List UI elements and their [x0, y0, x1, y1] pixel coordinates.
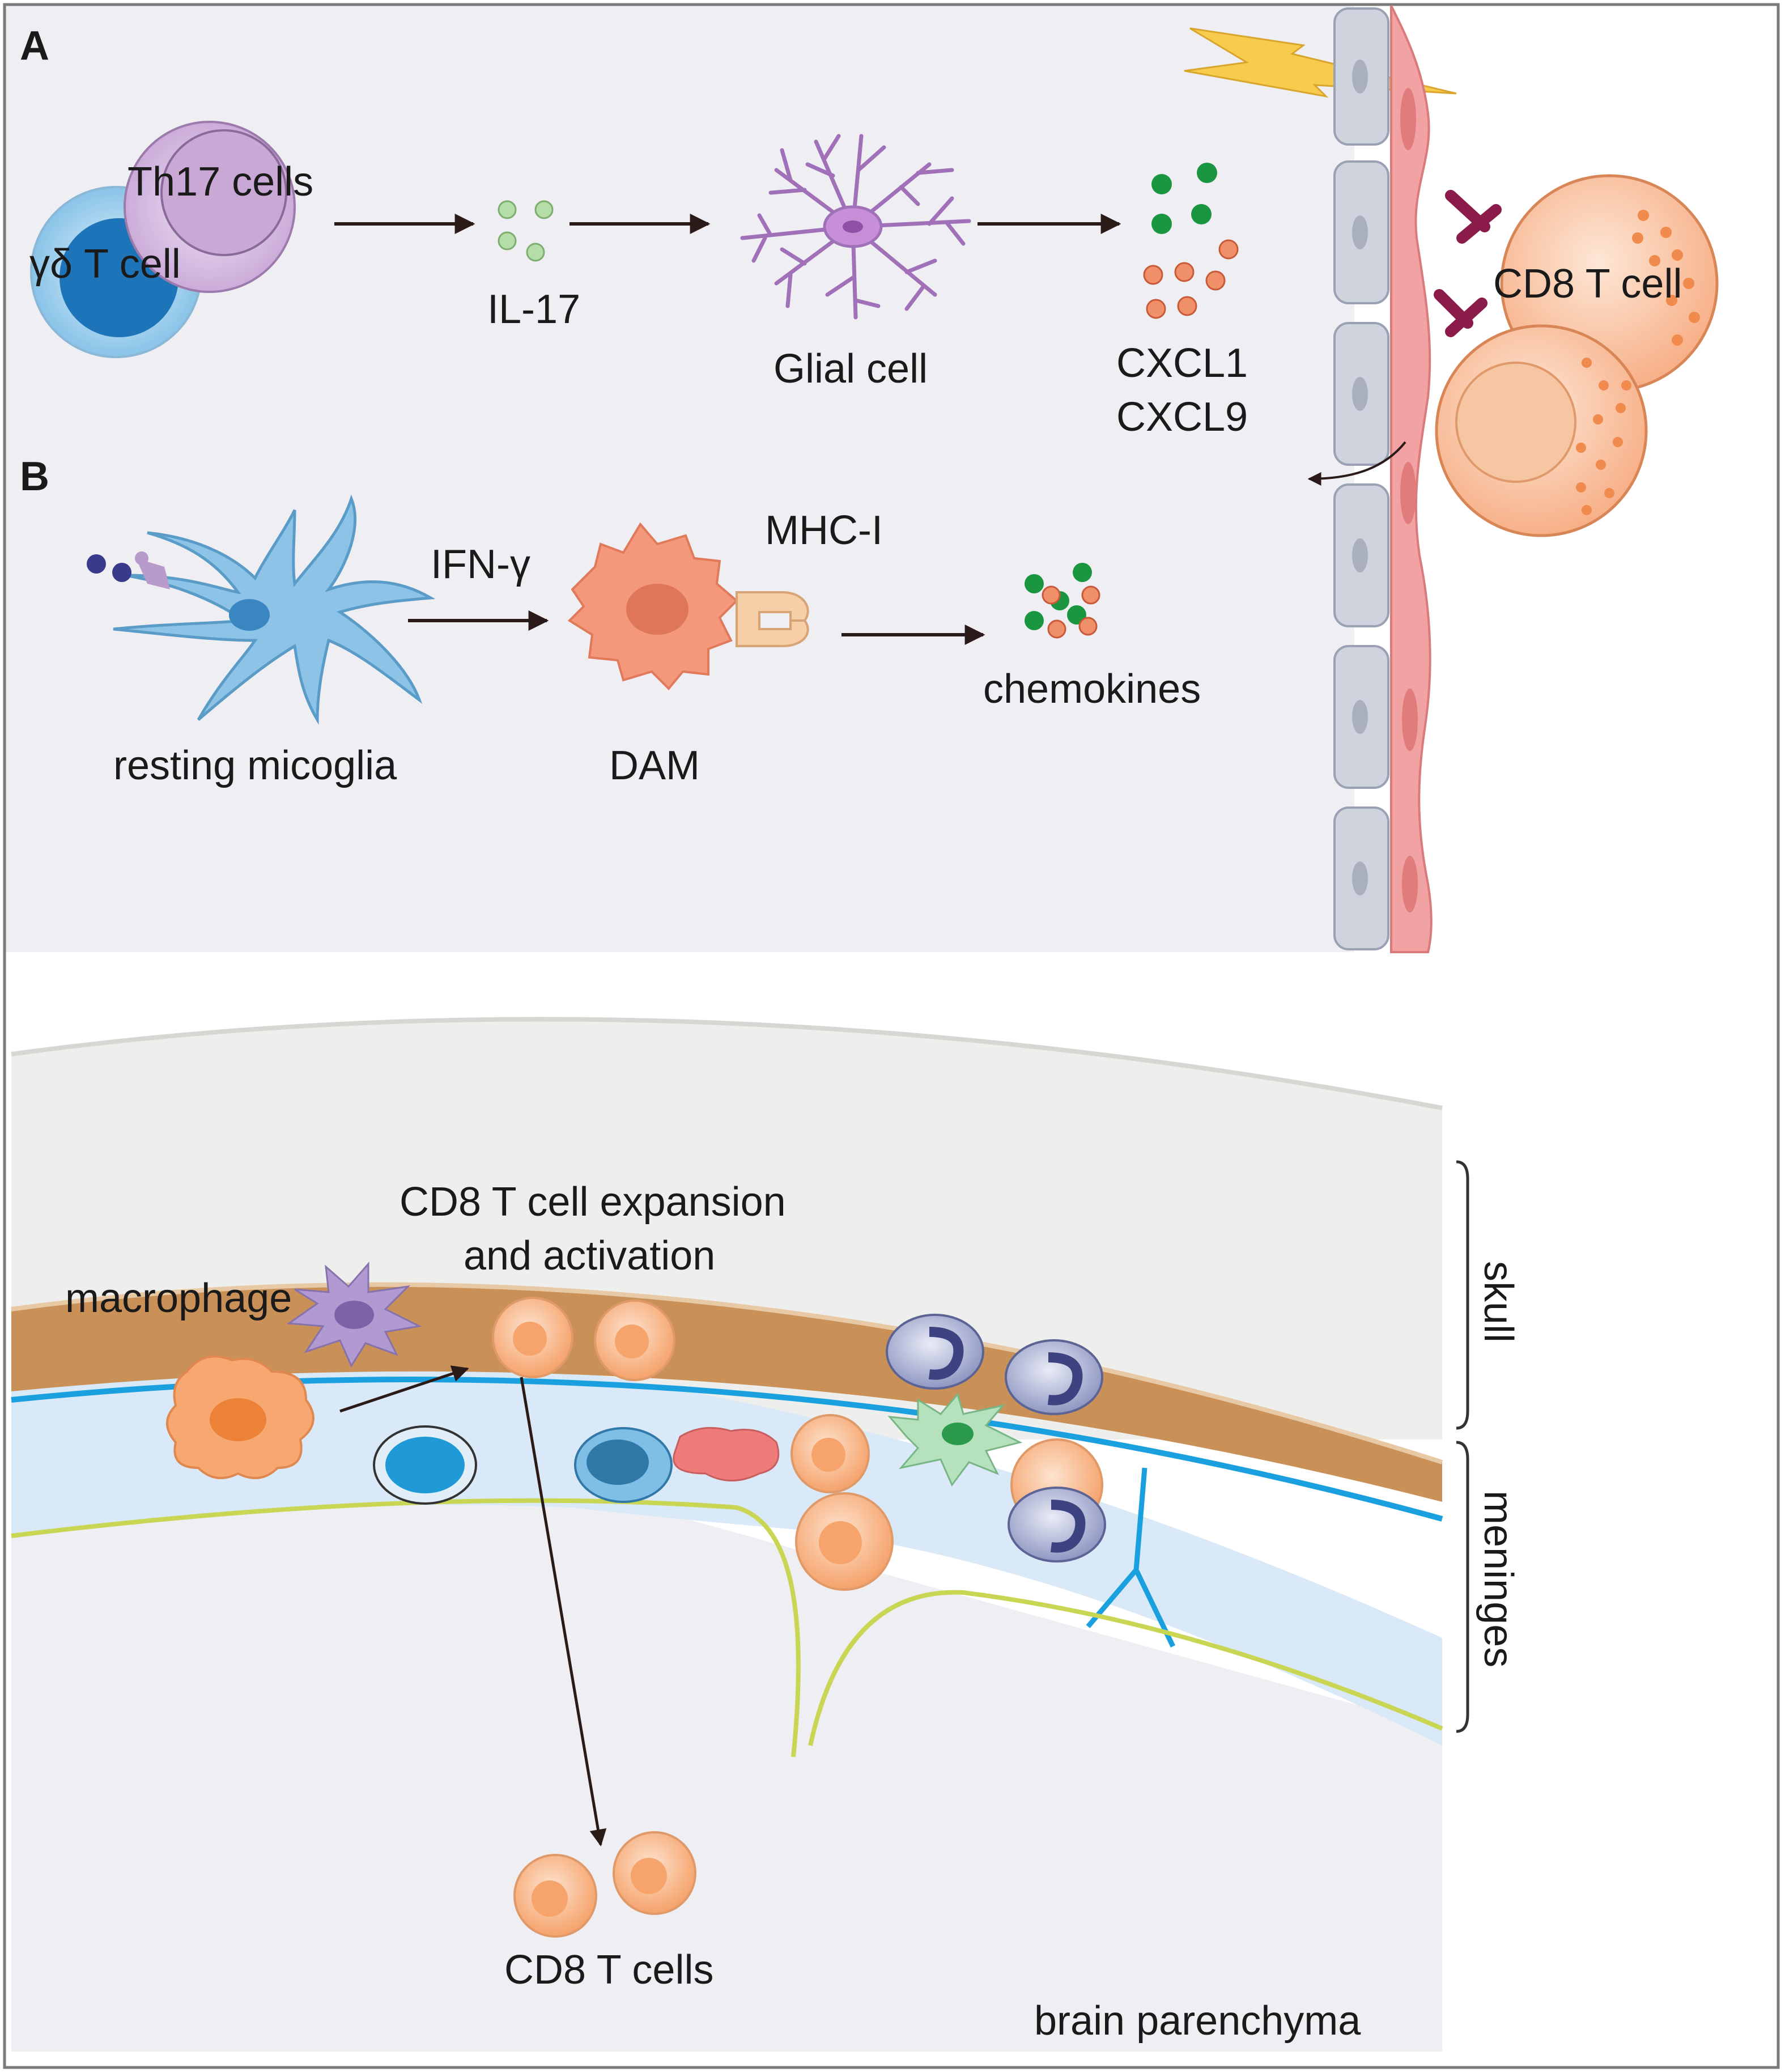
pia-line-left	[11, 1498, 801, 1757]
pia-line-right	[808, 1590, 1443, 1746]
dam-label: DAM	[609, 743, 700, 788]
dendritic-cell-green-nucleus	[942, 1423, 974, 1445]
parenchyma-layer	[11, 1332, 1442, 2052]
red-blood-cell	[673, 1426, 780, 1481]
cd8-granules-back	[1632, 210, 1700, 346]
gdt-label: γδ T cell	[29, 241, 181, 287]
neutrophils	[886, 1314, 1103, 1415]
meninges-layer	[11, 1345, 1442, 1746]
skull-label: skull	[1476, 1261, 1521, 1343]
receptor-ligand-icon	[87, 551, 170, 589]
resting-label: resting micoglia	[113, 743, 397, 788]
il17-label: IL-17	[487, 287, 580, 332]
extravasation-arrow	[1307, 441, 1406, 486]
b-cell-right	[574, 1427, 673, 1503]
glial-cell-nucleus	[843, 220, 863, 233]
ifng-label: IFN-γ	[431, 542, 530, 587]
t-cell-group-dura	[492, 1297, 675, 1381]
receptor-icon	[1434, 190, 1502, 337]
arrow-c1	[339, 1365, 469, 1413]
glial-label: Glial cell	[774, 346, 928, 392]
expansion-label-2: and activation	[464, 1233, 715, 1279]
skull-edge	[11, 1017, 1443, 1110]
resting-microglia-icon	[113, 494, 436, 725]
meninges-bracket	[1456, 1441, 1469, 1733]
meninges-label: meninges	[1476, 1491, 1521, 1667]
cxcl-molecules	[1143, 163, 1239, 319]
skull-bracket	[1456, 1160, 1469, 1430]
neutrophil-meninges	[1008, 1487, 1106, 1563]
panel-c: C skull meninges CD8 T cell expansion an…	[11, 1017, 1521, 2052]
parenchyma-label: brain parenchyma	[1034, 1998, 1361, 2044]
cxcl9-label: CXCL9	[1116, 394, 1248, 440]
expansion-label-1: CD8 T cell expansion	[400, 1179, 786, 1225]
cd8-label: CD8 T cell	[1493, 261, 1682, 307]
macrophage-nucleus	[210, 1398, 266, 1441]
dendritic-cell-purple-nucleus	[334, 1301, 374, 1329]
b-cell-left	[373, 1425, 477, 1505]
chemokines-label: chemokines	[983, 666, 1201, 712]
cd8-cells-parenchyma	[513, 1831, 696, 1938]
mhc-i-icon	[736, 591, 809, 647]
cd8-cells-label: CD8 T cells	[504, 1947, 713, 1993]
cxcl1-label: CXCL1	[1116, 341, 1248, 386]
macrophage-label: macrophage	[65, 1276, 292, 1321]
panel-a: A Th17 cells γδ T cell IL-17	[20, 23, 1719, 537]
pericyte-nuclei	[1352, 60, 1368, 895]
dura-highlight	[11, 1282, 1443, 1464]
cd8-big-nucleus	[1455, 362, 1576, 483]
endothelium-nuclei	[1400, 88, 1418, 912]
cd8-granules-front	[1576, 358, 1631, 515]
th17-label: Th17 cells	[128, 159, 313, 205]
panel-a-letter: A	[20, 23, 49, 69]
panel-b-letter: B	[20, 454, 49, 499]
th17-nucleus	[160, 129, 287, 256]
mhc-label: MHC-I	[765, 508, 883, 553]
il17-molecules	[498, 200, 554, 262]
chemokine-molecules	[1025, 563, 1100, 639]
arrow-c2	[520, 1377, 607, 1846]
dam-nucleus	[626, 584, 688, 635]
panel-b: B resting micoglia IFN-γ MHC-I DAM	[20, 454, 1201, 788]
figure-border	[3, 3, 1780, 2069]
